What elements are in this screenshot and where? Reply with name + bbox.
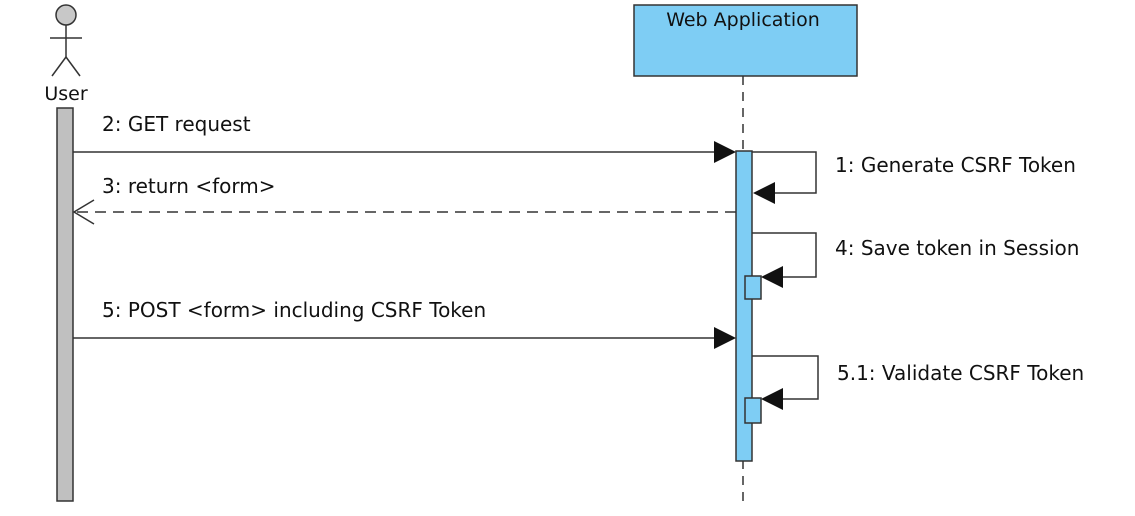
user-actor: User [44,4,88,105]
message-label: 5.1: Validate CSRF Token [837,361,1084,385]
message-label: 4: Save token in Session [835,236,1079,260]
actor-head-icon [55,4,77,26]
arrowhead-filled-icon [761,388,783,410]
self-call-validate-csrf-token: 5.1: Validate CSRF Token [744,355,1084,424]
user-activation-bar [56,107,74,502]
actor-left-leg [51,56,67,77]
arrowhead-filled-icon [753,182,775,204]
self-call-save-token: 4: Save token in Session [744,232,1079,300]
message-label: 1: Generate CSRF Token [835,153,1076,177]
self-call-line [752,355,819,400]
arrowhead-filled-icon [714,141,736,163]
arrowhead-filled-icon [761,266,783,288]
self-call-generate-csrf-token: 1: Generate CSRF Token [752,151,1076,204]
actor-right-leg [65,56,81,77]
message-get-request: 2: GET request [73,112,736,163]
message-post-form: 5: POST <form> including CSRF Token [73,298,736,349]
user-label: User [44,83,87,105]
nested-activation-bar [744,397,762,424]
self-call-line [752,232,817,278]
message-label: 2: GET request [102,112,251,136]
message-label: 3: return <form> [102,174,275,198]
message-label: 5: POST <form> including CSRF Token [102,298,486,322]
self-call-line [752,151,817,194]
message-return-form: 3: return <form> [72,174,736,225]
arrowhead-filled-icon [714,327,736,349]
arrowhead-open-icon [72,199,95,225]
web-application-activation-bar [735,150,753,462]
web-application-label: Web Application [666,9,820,31]
web-application-box [633,4,858,77]
web-application-participant: Web Application [633,4,858,77]
nested-activation-bar [744,275,762,300]
